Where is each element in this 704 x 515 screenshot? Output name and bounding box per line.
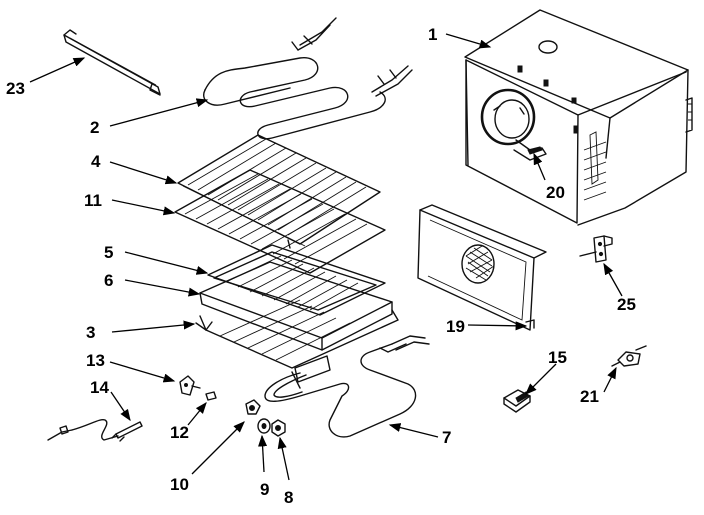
callout-10: 10 bbox=[170, 475, 189, 494]
part-7-bake-element bbox=[264, 335, 430, 438]
callout-21: 21 bbox=[580, 387, 599, 406]
part-15-switch bbox=[503, 389, 531, 413]
callout-7: 7 bbox=[442, 428, 451, 447]
part-14-sensor-probe bbox=[47, 418, 143, 442]
callout-23: 23 bbox=[6, 79, 25, 98]
callout-15: 15 bbox=[548, 348, 567, 367]
part-21-thermostat bbox=[611, 345, 647, 367]
callout-25: 25 bbox=[617, 295, 636, 314]
part-25-bracket bbox=[579, 235, 613, 263]
part-12-pin bbox=[205, 391, 217, 401]
callout-19: 19 bbox=[446, 317, 465, 336]
callout-leaders bbox=[29, 33, 623, 481]
part-19-fan-cover bbox=[417, 204, 547, 331]
part-11-rack-grid bbox=[174, 169, 386, 274]
callout-13: 13 bbox=[86, 351, 105, 370]
callout-1: 1 bbox=[428, 25, 437, 44]
callout-9: 9 bbox=[260, 480, 269, 499]
part-13-bracket bbox=[179, 375, 201, 396]
callout-labels: 1 2 3 4 5 6 7 8 9 10 11 12 13 14 15 19 2… bbox=[6, 25, 636, 507]
part-5-pan-insert bbox=[207, 244, 386, 316]
part-9-washer bbox=[257, 418, 271, 434]
callout-20: 20 bbox=[546, 183, 565, 202]
callout-8: 8 bbox=[284, 488, 293, 507]
callout-11: 11 bbox=[84, 191, 102, 210]
part-4-oven-rack bbox=[177, 134, 381, 247]
part-8-nut bbox=[271, 419, 286, 437]
callout-6: 6 bbox=[104, 271, 113, 290]
callout-14: 14 bbox=[90, 378, 109, 397]
callout-12: 12 bbox=[170, 423, 189, 442]
part-2-broil-element bbox=[203, 17, 413, 140]
part-3-lower-rack bbox=[195, 299, 399, 369]
callout-4: 4 bbox=[91, 152, 101, 171]
callout-3: 3 bbox=[86, 323, 95, 342]
part-23-trim-strip bbox=[63, 29, 161, 96]
part-20-fan-ring bbox=[480, 88, 547, 161]
callout-2: 2 bbox=[90, 118, 99, 137]
part-10-clip bbox=[245, 399, 261, 415]
callout-5: 5 bbox=[104, 243, 113, 262]
